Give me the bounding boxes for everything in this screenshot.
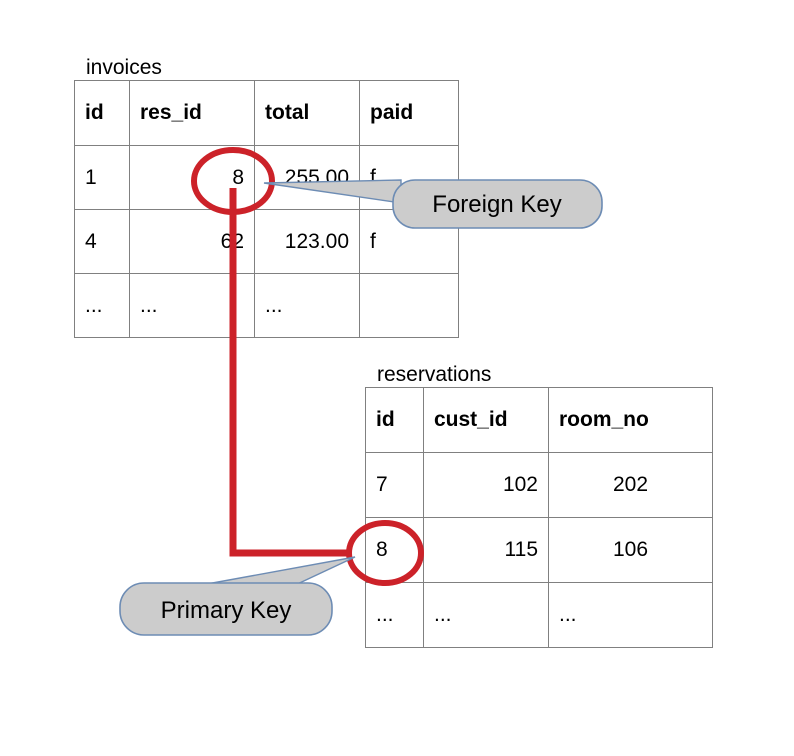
primary-key-callout-bubble	[119, 582, 333, 636]
reservations-col-header-room_no: room_no	[548, 387, 713, 453]
invoices-table-caption: invoices	[86, 56, 162, 79]
invoices-cell-id-1: 4	[74, 209, 130, 274]
foreign-key-callout-label: Foreign Key	[432, 191, 561, 218]
invoices-col-header-total: total	[254, 80, 360, 146]
table-row: 7 102 202	[365, 452, 713, 518]
invoices-cell-res_id-1: 62	[129, 209, 255, 274]
invoices-cell-res_id-2: ...	[129, 273, 255, 338]
invoices-cell-total-1: 123.00	[254, 209, 360, 274]
invoices-cell-res_id-0: 8	[129, 145, 255, 210]
table-row: ... ... ...	[365, 582, 713, 648]
reservations-cell-id-1: 8	[365, 517, 424, 583]
invoices-cell-id-2: ...	[74, 273, 130, 338]
reservations-cell-room_no-1: 106	[548, 517, 713, 583]
invoices-col-header-paid: paid	[359, 80, 459, 146]
foreign-key-callout-bubble	[392, 179, 603, 229]
reservations-cell-cust_id-0: 102	[423, 452, 549, 518]
reservations-cell-cust_id-1: 115	[423, 517, 549, 583]
table-row: ... ... ...	[74, 273, 459, 338]
reservations-cell-cust_id-2: ...	[423, 582, 549, 648]
reservations-cell-id-0: 7	[365, 452, 424, 518]
invoices-cell-id-0: 1	[74, 145, 130, 210]
invoices-header-row: id res_id total paid	[74, 80, 459, 146]
reservations-col-header-cust_id: cust_id	[423, 387, 549, 453]
reservations-col-header-id: id	[365, 387, 424, 453]
reservations-cell-room_no-0: 202	[548, 452, 713, 518]
reservations-table-caption: reservations	[377, 363, 492, 386]
reservations-cell-room_no-2: ...	[548, 582, 713, 648]
foreign-key-callout[interactable]: Foreign Key	[263, 179, 603, 229]
invoices-col-header-id: id	[74, 80, 130, 146]
invoices-cell-total-0: 255.00	[254, 145, 360, 210]
invoices-col-header-res_id: res_id	[129, 80, 255, 146]
reservations-cell-id-2: ...	[365, 582, 424, 648]
invoices-cell-total-2: ...	[254, 273, 360, 338]
reservations-header-row: id cust_id room_no	[365, 387, 713, 453]
reservations-table: id cust_id room_no 7 102 202 8 115 106 .…	[365, 387, 713, 648]
table-row: 8 115 106	[365, 517, 713, 583]
primary-key-callout[interactable]: Primary Key	[119, 556, 356, 636]
reservations-table-block: reservations id cust_id room_no 7 102 20…	[365, 363, 713, 648]
invoices-cell-paid-2	[359, 273, 459, 338]
primary-key-callout-label: Primary Key	[161, 597, 292, 624]
